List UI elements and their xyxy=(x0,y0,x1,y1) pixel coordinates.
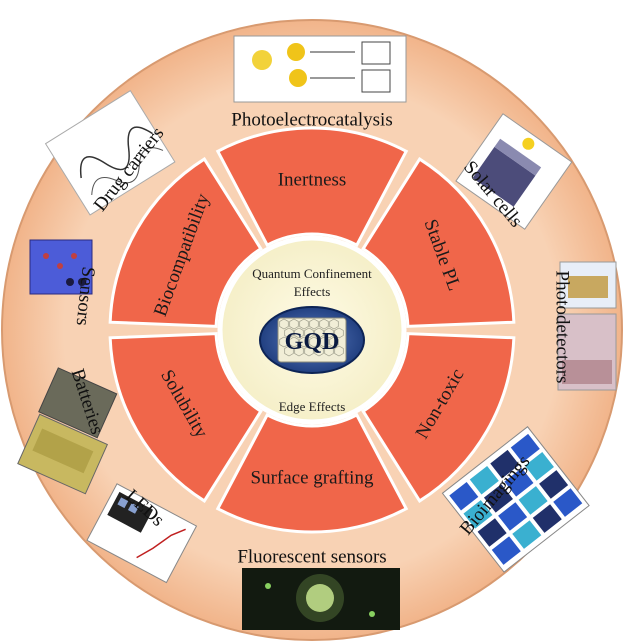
quantum-confinement-label: Quantum Confinement xyxy=(252,266,372,281)
edge-effects-label: Edge Effects xyxy=(279,399,346,414)
batteries-image xyxy=(17,367,118,495)
application-label: Fluorescent sensors xyxy=(237,546,386,567)
leds-image xyxy=(86,483,198,584)
property-label: Surface grafting xyxy=(251,467,374,488)
segment-inertness xyxy=(215,126,409,248)
segment-biocompatibility xyxy=(108,156,263,328)
fluorescent-sensors-image xyxy=(242,568,400,630)
segment-surface-grafting xyxy=(215,412,409,534)
application-label: Photoelectrocatalysis xyxy=(231,109,392,130)
gqd-title: GQD xyxy=(285,329,340,355)
application-label: Photodetectors xyxy=(552,271,573,384)
drug-carriers-image xyxy=(44,89,176,216)
segment-stable-pl xyxy=(361,156,516,328)
segment-non-toxic xyxy=(361,332,516,504)
photodetectors-image xyxy=(557,261,617,391)
segment-solubility xyxy=(108,332,263,504)
sensors-image xyxy=(29,239,93,295)
photoelectrocatalysis-image xyxy=(233,35,407,103)
property-label: Inertness xyxy=(278,169,347,190)
quantum-confinement-label-2: Effects xyxy=(294,284,331,299)
bioimagings-image xyxy=(441,426,590,573)
solar-cells-image xyxy=(455,113,573,230)
graphene-lattice xyxy=(279,318,344,357)
